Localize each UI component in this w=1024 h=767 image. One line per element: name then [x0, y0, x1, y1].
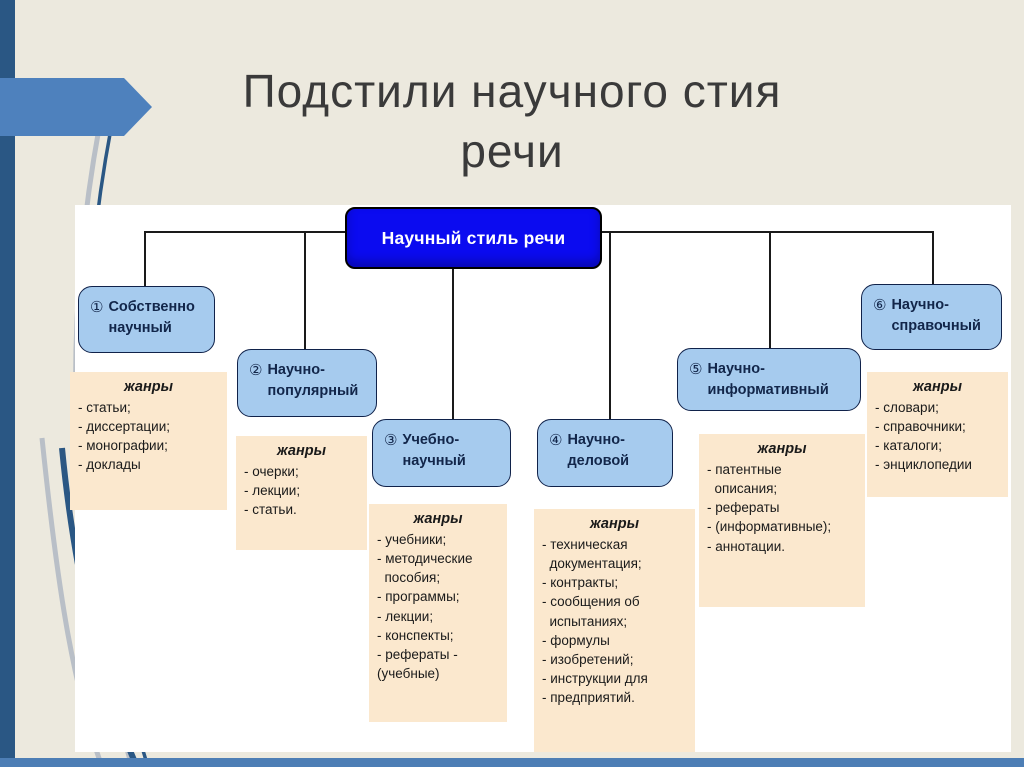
genres-heading: жанры [913, 379, 962, 395]
genres-box-5: жанры - патентные описания; - рефераты - (… [699, 434, 865, 607]
node-number-icon: ③ [384, 432, 398, 449]
genre-line: - инструкции для [542, 671, 648, 687]
root-node: Научный стиль речи [345, 207, 602, 269]
genres-list: - словари; - справочники; - каталоги; - энц… [875, 398, 1000, 475]
genre-line: - доклады [78, 457, 141, 473]
genre-line: - техническая [542, 537, 628, 552]
connector-drop-2 [304, 231, 306, 351]
diagram-panel: Научный стиль речи ① Собственно научный … [70, 205, 1011, 752]
genre-line: испытаниях; [542, 613, 628, 629]
genre-line: - предприятий. [542, 690, 635, 706]
genre-line: - словари; [875, 400, 939, 415]
genres-heading: жанры [124, 379, 173, 395]
genre-line: - рефераты [707, 500, 780, 516]
genre-line: - рефераты - [377, 646, 458, 662]
node-number-icon: ⑤ [689, 361, 703, 378]
genre-line: - справочники; [875, 419, 966, 435]
genre-line: - диссертации; [78, 419, 170, 435]
genre-line: (учебные) [377, 666, 440, 682]
genre-line: - программы; [377, 589, 460, 605]
genre-line: - очерки; [244, 464, 299, 479]
genre-line: - лекции; [377, 608, 434, 624]
node-number-icon: ④ [549, 432, 563, 449]
genres-list: - патентные описания; - рефераты - (информ… [707, 460, 857, 556]
bottom-accent-bar [0, 758, 1024, 767]
genres-heading: жанры [590, 516, 639, 532]
genres-list: - статьи; - диссертации; - монографии; - до… [78, 398, 219, 475]
connector-drop-4 [609, 231, 611, 421]
slide-title: Подстили научного стия речи [242, 65, 782, 177]
genre-line: - сообщения об [542, 594, 640, 610]
genre-line: документация; [542, 556, 642, 572]
genre-line: - (информативные); [707, 519, 832, 535]
node-uchebno-nauchny: ③ Учебно- научный [372, 419, 511, 487]
genre-line: описания; [707, 481, 778, 497]
genres-box-1: жанры - статьи; - диссертации; - монографи… [70, 372, 227, 510]
genre-line: - формулы [542, 632, 610, 648]
node-label: Научно- популярный [267, 362, 359, 400]
genres-box-4: жанры - техническая документация; - контр… [534, 509, 695, 752]
node-nauchno-delovoy: ④ Научно- деловой [537, 419, 673, 487]
node-label: Научно- деловой [567, 432, 630, 470]
node-number-icon: ⑥ [873, 297, 887, 314]
genre-line: - аннотации. [707, 538, 785, 554]
genres-heading: жанры [413, 511, 463, 527]
genre-line: - учебники; [377, 532, 447, 547]
root-node-label: Научный стиль речи [381, 227, 566, 248]
genre-line: - каталоги; [875, 438, 942, 454]
genre-line: - энциклопедии [875, 457, 972, 473]
genres-list: - очерки; - лекции; - статьи. [244, 462, 359, 519]
genre-line: - статьи; [78, 400, 131, 415]
genres-list: - учебники; - методические пособия; - прог… [377, 530, 499, 683]
genres-box-6: жанры - словари; - справочники; - каталоги… [867, 372, 1008, 497]
node-label: Научно- справочный [891, 297, 981, 335]
connector-drop-6 [932, 231, 934, 286]
genre-line: - монографии; [78, 438, 168, 454]
genre-line: - статьи. [244, 502, 297, 518]
left-edge-bar [0, 0, 15, 767]
node-nauchno-populyarny: ② Научно- популярный [237, 349, 377, 417]
genres-box-3: жанры - учебники; - методические пособия;… [369, 504, 507, 722]
connector-drop-1 [144, 231, 146, 288]
genre-line: - методические [377, 551, 473, 567]
node-label: Научно- информативный [707, 361, 829, 399]
genre-line: - конспекты; [377, 627, 454, 643]
genres-list: - техническая документация; - контракты; -… [542, 535, 687, 707]
genre-line: - контракты; [542, 575, 619, 591]
genre-line: - изобретений; [542, 651, 634, 667]
genre-line: пособия; [377, 570, 441, 586]
node-label: Собственно научный [108, 299, 195, 337]
genre-line: - лекции; [244, 483, 301, 499]
genres-heading: жанры [277, 443, 326, 459]
node-sobstvenno-nauchny: ① Собственно научный [78, 286, 215, 353]
genres-heading: жанры [757, 441, 807, 457]
node-number-icon: ② [249, 362, 263, 379]
genres-box-2: жанры - очерки; - лекции; - статьи. [236, 436, 367, 550]
connector-drop-5 [769, 231, 771, 350]
arrow-banner [0, 78, 152, 136]
node-label: Учебно- научный [402, 432, 466, 470]
connector-drop-3 [452, 263, 454, 421]
node-nauchno-informativny: ⑤ Научно- информативный [677, 348, 861, 411]
node-nauchno-spravochny: ⑥ Научно- справочный [861, 284, 1002, 350]
node-number-icon: ① [90, 299, 104, 316]
genre-line: - патентные [707, 462, 782, 477]
